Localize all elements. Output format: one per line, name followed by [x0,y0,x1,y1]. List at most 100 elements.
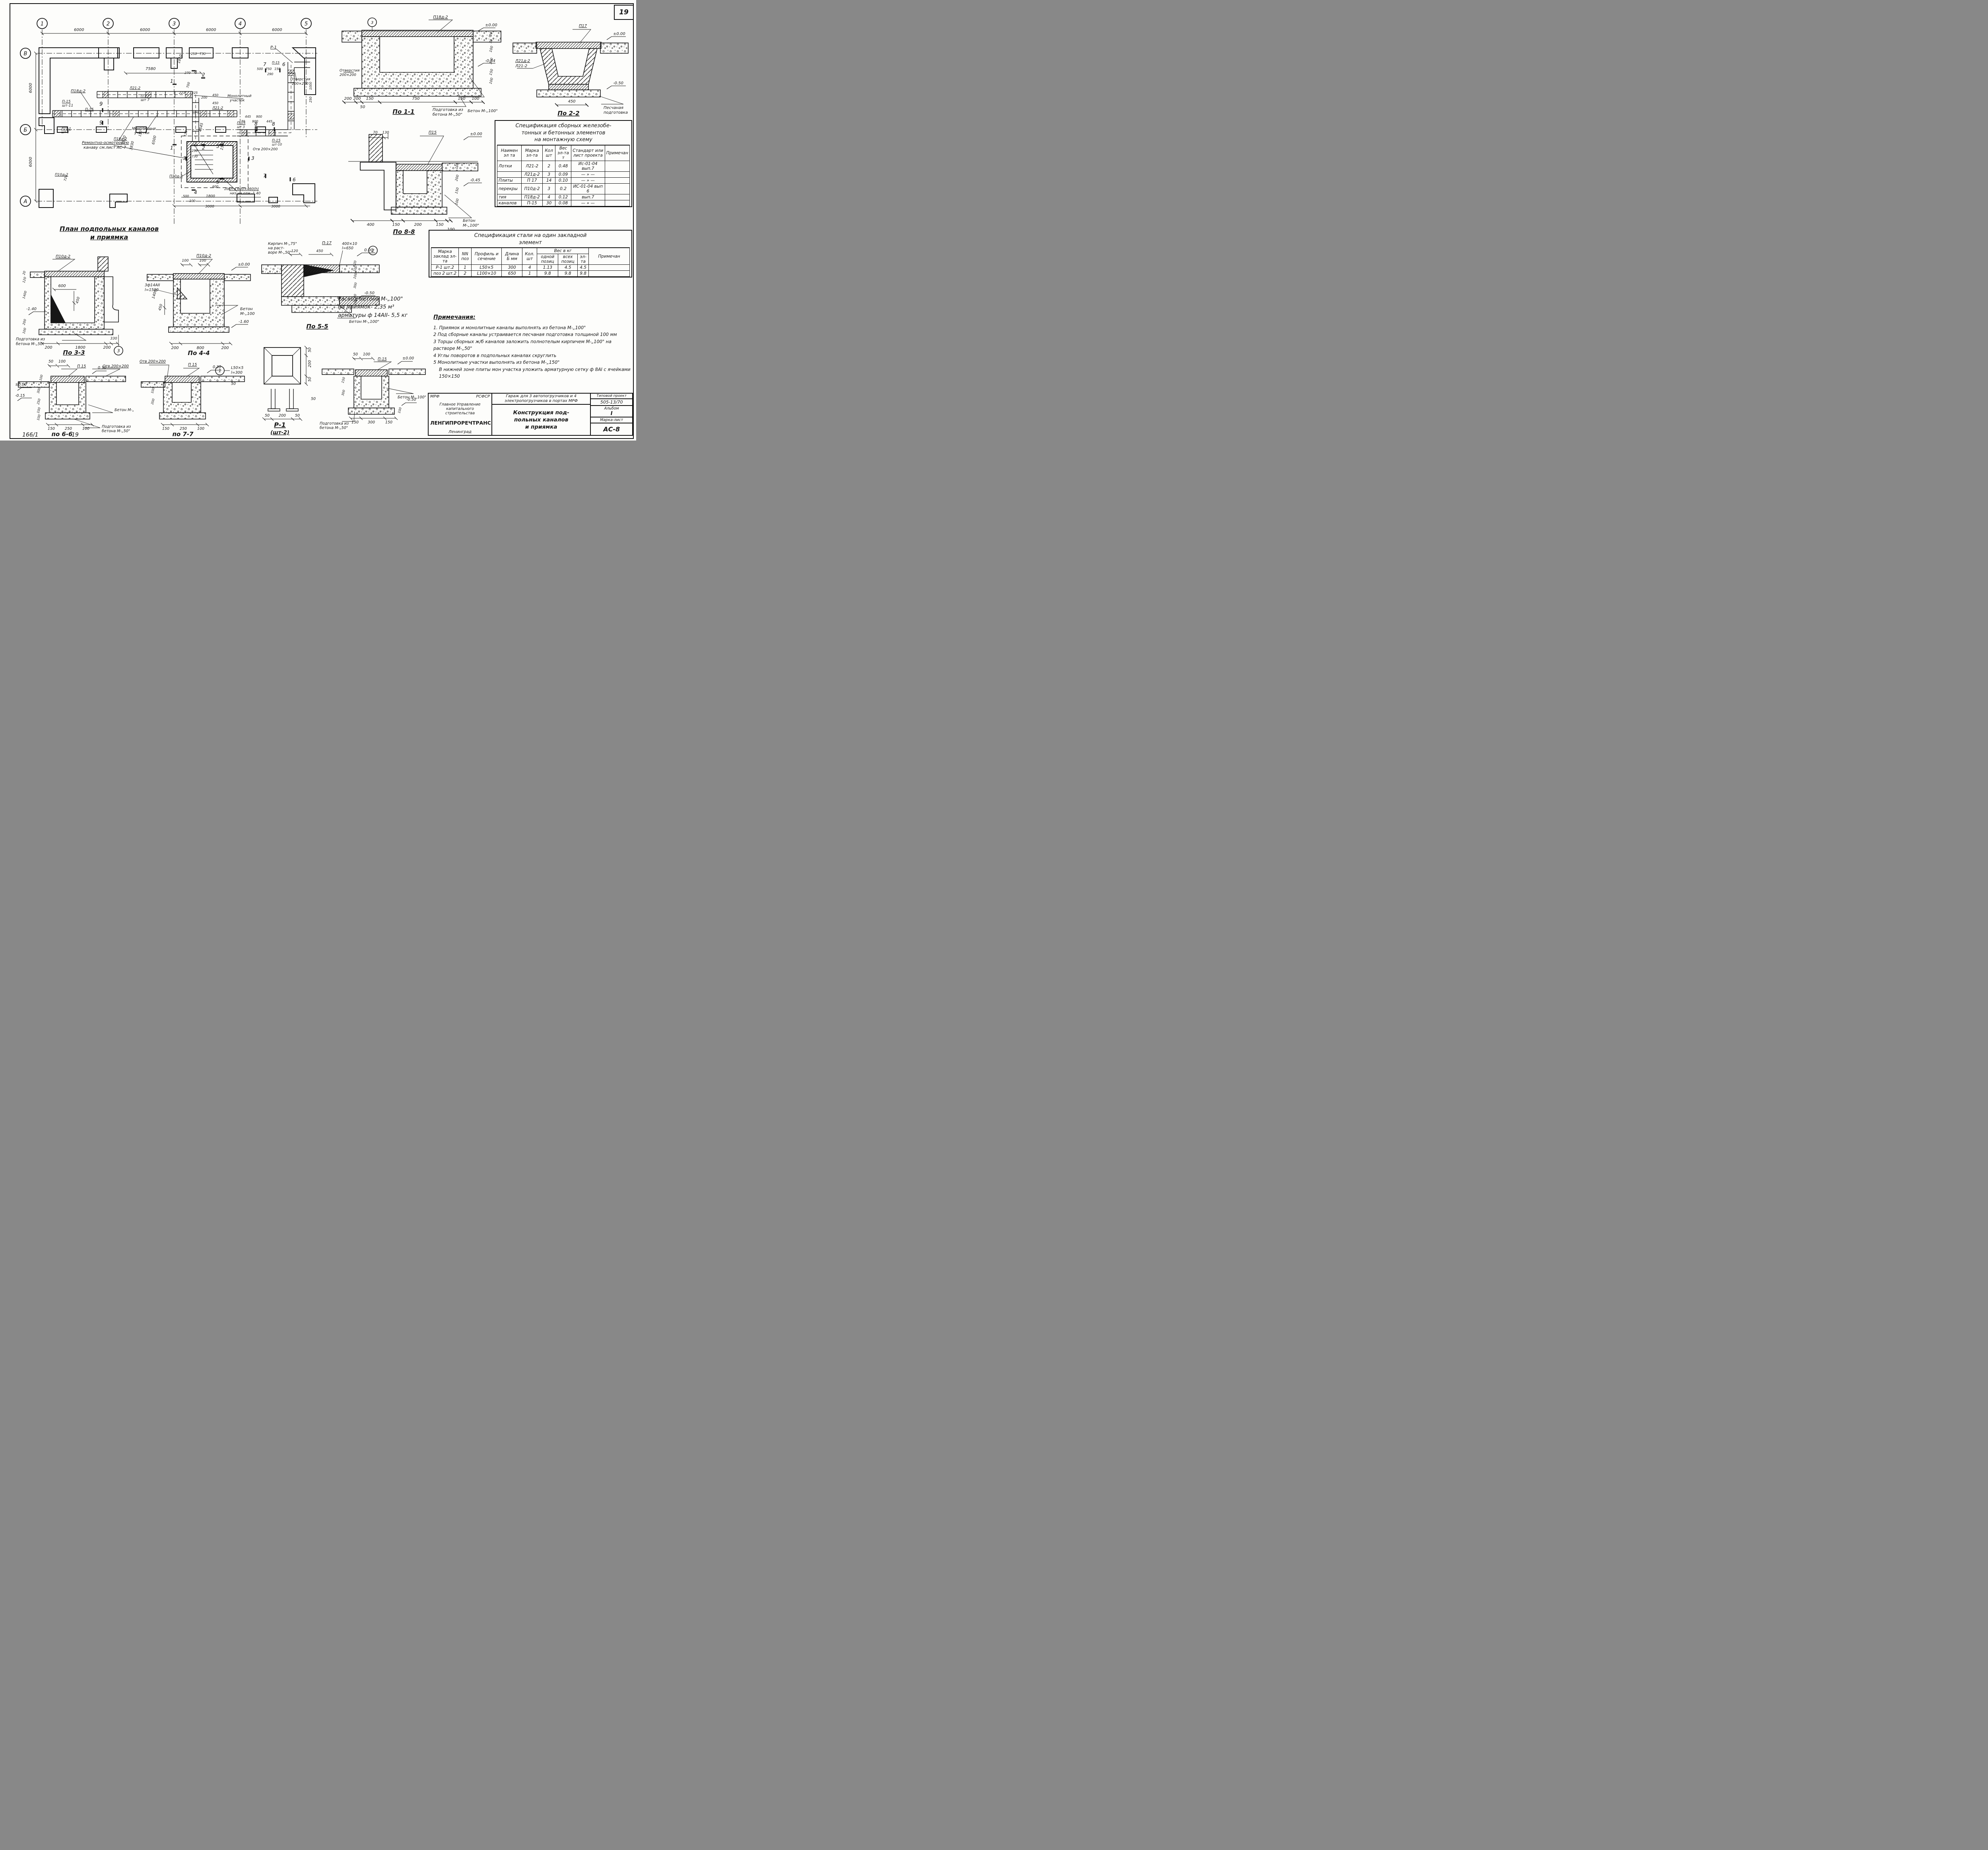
plan-annotation: Монолитные [132,127,156,131]
plan-annotation: П-15 [62,100,71,104]
slab-label: П10д-2 [56,254,70,259]
table-cell: 0.48 [555,160,571,172]
table-cell: L50×5 [471,264,502,271]
table-cell: 2 [542,160,556,172]
plan-annotation: Ремонтно-осмотровую [82,141,129,145]
level: 0.30 [98,366,106,370]
plan-annotation: Л21-2 [212,106,223,110]
level: -1.40 [26,307,37,311]
plan-annotation: 6000 [206,28,216,32]
section-3-3: П10д-2 600 450 -1.40 Подготовка из бетон… [16,254,123,355]
plan-annotation: 250 [309,97,313,103]
dim: 450 [75,296,81,304]
plan-annotation: 1 [170,145,173,151]
plan-annotation: 6000 [29,157,33,167]
table-cell: 9.8 [577,270,589,277]
level-bottom: -0.45 [470,178,480,182]
dim: 200 [22,318,27,325]
prep-label: Подготовка из [16,337,45,342]
footer-number: 19 [72,432,79,438]
plan-annotation: шт 3 [61,130,69,134]
org-name: ЛЕНГИПРОРЕЧТРАНС [430,419,491,426]
section-5-5: Кирпич М-„75" на раст- воре М-„50" П-17 … [261,241,380,330]
plan-heading: План подпольных каналов и приямка [60,225,159,242]
plan-annotation: 7580 [146,67,155,71]
dim: 100 [353,299,358,305]
brick-label: на раст- [268,246,285,250]
dim: 70 [489,39,493,44]
plan-annotation: 250 [192,149,198,153]
plan-annotation: 100 [189,199,195,203]
plan-annotation: 500 [257,67,263,71]
section-title: по 6-6 [52,431,73,437]
dim: 50 [295,413,300,418]
table-cell: 4.5 [558,264,578,271]
table-cell: перекры [497,183,522,195]
dim: 300 [489,58,494,65]
table-cell: Лотки [497,160,522,172]
col-header: Марка эл-та [521,145,543,161]
plan-annotation: 8 [254,121,258,127]
dim: 120 [291,249,298,253]
plan-annotation: П10д-2 [169,175,183,179]
prep-label: Подготовка из [320,421,349,426]
grid-row-label: В [24,51,27,57]
plan-annotation: 2 [202,145,205,151]
lotok-label: Л21д-2 [515,59,530,63]
table-cell: L100×10 [471,270,502,277]
dim: 20 [353,260,357,265]
table-cell: П10д-2 [521,183,543,195]
col-header: Примечан [588,247,630,265]
plan-annotation: 720 [63,175,68,182]
dim: 1800 [75,346,85,350]
prep-label: подготовка [604,111,628,115]
table-cell: П 17 [521,177,543,184]
org-line: капитального [446,407,474,411]
plan-annotation: 6000 [140,28,150,32]
plan-annotation: 7 [263,62,266,67]
dim: 450 [316,249,323,253]
dim: 450 [568,99,575,104]
plan-annotation: 700 [186,82,191,88]
dim: 200 [150,398,155,405]
dim: 750 [412,97,419,101]
plan-annotation: 6 [293,177,296,182]
section-4-4: П10д-2 100 100 3ф14АII l=1500 ±0.00 -1.6… [145,254,254,355]
plan-annotation: 1000 [309,82,313,90]
concrete-label: Бетон [240,307,253,311]
level-top: ±0.00 [485,23,497,27]
plan-annotation: 900 [252,120,258,123]
col-subheader: эл-та [577,254,589,265]
level-top: ±0.00 [238,262,250,267]
dim: 100 [353,265,358,272]
col-header: Кол шт [542,145,556,161]
dim: 200 [103,346,111,350]
dim: 250 [180,427,187,431]
dim: 150 [341,377,346,383]
plan-annotation: 3000 [205,205,214,209]
table-cell: поз 2 шт.2 [431,270,459,277]
dim: 100 [82,427,89,431]
plan-annotation: 7 [263,173,266,179]
table-cell: 2 [458,270,472,277]
col-header: Вес эл-та т [555,145,571,161]
col-header-weight: Вес в кг [537,247,589,254]
table-cell: Л21д-2 [521,171,543,178]
consumption-line: на приямок- 2,35 м³ [338,304,394,311]
table-cell: 30 [542,200,556,207]
dim: 300 [36,387,41,394]
holes-label: Отв 200×200 [140,359,166,364]
detail-r1: 50 200 50 50 200 50 50 Р-1 (шт-2) [262,346,316,436]
plan-annotation: 8 [272,121,275,127]
level-bottom: -0.50 [406,398,416,402]
dim: 100 [472,97,479,101]
dim: 50 [49,359,53,364]
dim: 250 [36,398,41,405]
note-item: 4 Углы поворотов в подпольных каналах ск… [433,353,557,358]
dim: 100 [397,407,402,413]
holes-label: Отв.200×200 [103,364,129,369]
table-cell: 1 [522,270,538,277]
grid-col-label: 2 [107,21,110,27]
dim: 100 [197,427,204,431]
dim: 50 [360,105,365,109]
